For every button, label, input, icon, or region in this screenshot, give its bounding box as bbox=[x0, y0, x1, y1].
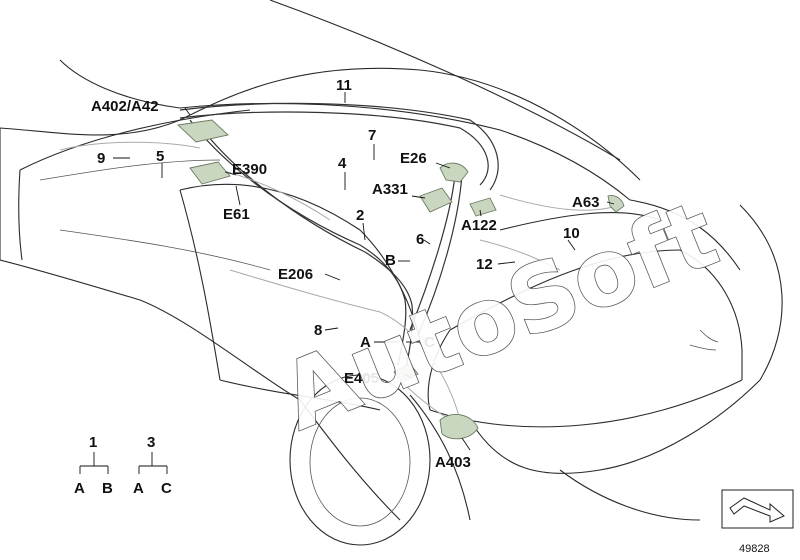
wiring-harness bbox=[59, 102, 621, 426]
legend-3-right: C bbox=[161, 480, 172, 497]
label-a331: A331 bbox=[372, 181, 408, 198]
label-e26: E26 bbox=[400, 150, 427, 167]
label-e206: E206 bbox=[278, 266, 313, 283]
label-c: C bbox=[424, 334, 435, 351]
label-8: 8 bbox=[314, 322, 322, 339]
legend-3-left: A bbox=[133, 480, 144, 497]
module-e390 bbox=[189, 161, 231, 185]
legend-group-3: 3 A C bbox=[133, 434, 172, 497]
leader-lines bbox=[113, 92, 615, 451]
label-a122: A122 bbox=[461, 217, 497, 234]
direction-arrow-icon bbox=[721, 489, 794, 529]
label-11: 11 bbox=[336, 77, 352, 94]
callout-labels: A402/A42 11 9 5 7 4 E390 E26 A331 E61 2 … bbox=[91, 77, 600, 471]
label-e390: E390 bbox=[232, 161, 267, 178]
module-a63 bbox=[607, 195, 625, 213]
module-a122 bbox=[469, 197, 497, 217]
label-2: 2 bbox=[356, 207, 364, 224]
legend-1-right: B bbox=[102, 480, 113, 497]
legend-group-1: 1 A B bbox=[74, 434, 113, 497]
component-modules bbox=[177, 119, 625, 440]
label-12: 12 bbox=[476, 256, 493, 273]
label-a63: A63 bbox=[572, 194, 600, 211]
label-5: 5 bbox=[156, 148, 164, 165]
module-a403 bbox=[439, 413, 479, 440]
label-9: 9 bbox=[97, 150, 105, 167]
label-e405: E405 bbox=[344, 370, 379, 387]
label-a402-a42: A402/A42 bbox=[91, 98, 159, 115]
label-6: 6 bbox=[416, 231, 424, 248]
label-4: 4 bbox=[338, 155, 347, 172]
module-e405 bbox=[393, 363, 419, 383]
label-b: B bbox=[385, 252, 396, 269]
label-a403: A403 bbox=[435, 454, 471, 471]
label-a: A bbox=[360, 334, 371, 351]
module-e26 bbox=[439, 162, 469, 183]
reference-number: 49828 bbox=[739, 543, 770, 555]
module-a402 bbox=[177, 119, 229, 143]
label-10: 10 bbox=[563, 225, 580, 242]
label-e61: E61 bbox=[223, 206, 250, 223]
legend-1-left: A bbox=[74, 480, 85, 497]
legend-3-parent: 3 bbox=[147, 434, 155, 451]
module-a331 bbox=[419, 187, 453, 213]
label-7: 7 bbox=[368, 127, 376, 144]
legend-1-parent: 1 bbox=[89, 434, 97, 451]
